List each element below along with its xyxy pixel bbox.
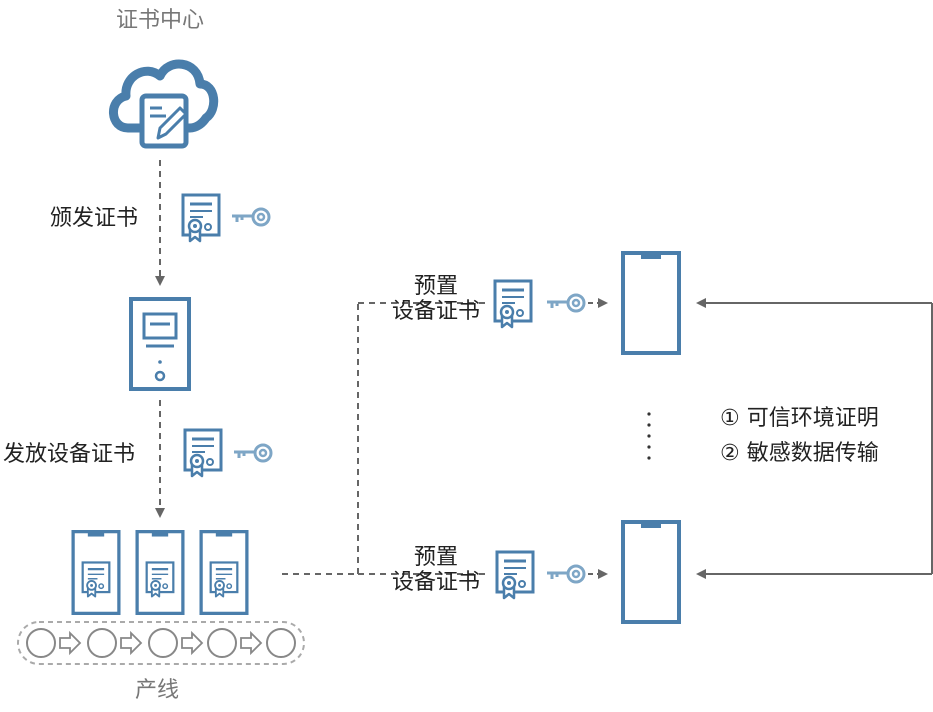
branch-connector [282, 302, 490, 575]
preset-device-cert-top-label: 预置 设备证书 [386, 274, 486, 325]
certificate-icon [493, 279, 533, 329]
feedback-bracket [696, 298, 933, 579]
issue-cert-label: 颁发证书 [50, 206, 139, 231]
preset-line1: 预置 [413, 545, 458, 570]
key-icon [546, 564, 586, 584]
line-device-1 [71, 530, 121, 615]
line-device-3 [199, 530, 249, 615]
preset-line2: 设备证书 [391, 570, 480, 596]
cert-center-label: 证书中心 [116, 8, 205, 33]
preset-line1: 预置 [413, 274, 458, 299]
certificate-icon [181, 193, 221, 243]
ellipsis-vertical-icon [647, 412, 651, 460]
line-device-2 [135, 530, 185, 615]
key-icon [546, 293, 586, 313]
phone-icon [621, 251, 681, 355]
production-line-label: 产线 [135, 678, 180, 703]
server-icon [129, 297, 191, 391]
legend-item-2: ② 敏感数据传输 [720, 441, 879, 466]
phone-icon [621, 520, 681, 624]
preset-device-cert-bottom-label: 预置 设备证书 [386, 545, 486, 596]
legend-item-1: ① 可信环境证明 [720, 406, 879, 431]
preset-line2: 设备证书 [391, 299, 480, 325]
cloud-edit-icon [109, 59, 219, 149]
conveyor-icon [17, 621, 305, 665]
key-icon [233, 443, 273, 463]
distribute-device-cert-label: 发放设备证书 [3, 442, 136, 467]
key-icon [231, 207, 271, 227]
certificate-icon [495, 550, 535, 600]
certificate-icon [183, 428, 223, 478]
